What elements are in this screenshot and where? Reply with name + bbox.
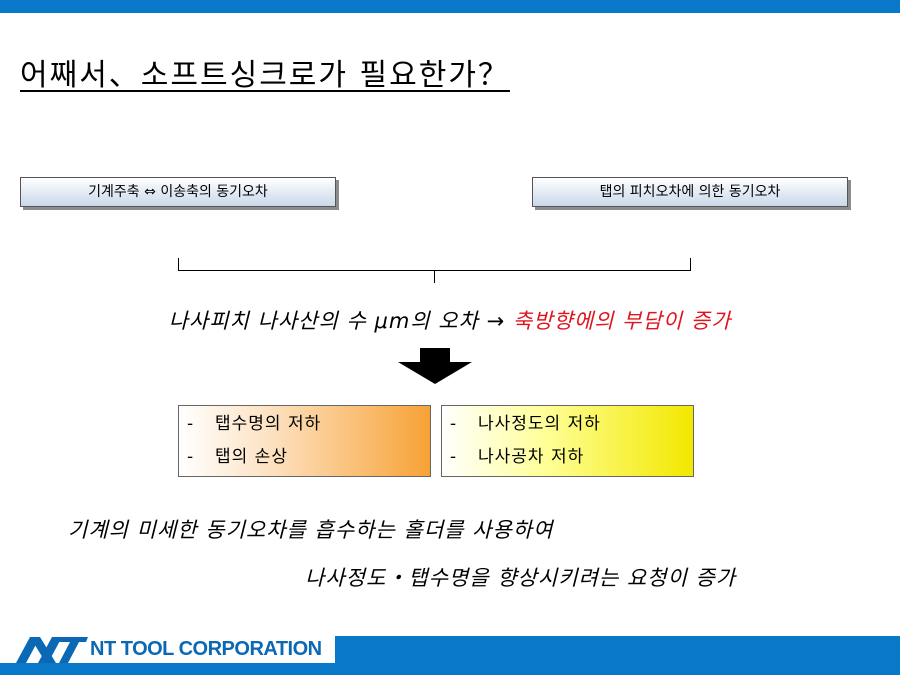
nt-logo-icon (16, 637, 88, 663)
company-name: NT TOOL CORPORATION (90, 638, 322, 660)
slide-title: 어째서、소프트싱크로가 필요한가？ (20, 58, 510, 93)
list-item: -탭의 손상 (187, 447, 288, 467)
down-arrow-icon (398, 348, 472, 384)
merge-bracket (178, 258, 691, 271)
list-item: -탭수명의 저하 (187, 414, 322, 434)
machine-sync-error-label: 기계주축 ⇔ 이송축의 동기오차 (20, 177, 336, 207)
tap-pitch-error-label: 탭의 피치오차에 의한 동기오차 (532, 177, 848, 207)
list-item: -나사공차 저하 (450, 447, 585, 467)
statement-effect: 축방향에의 부담이 증가 (512, 309, 732, 333)
error-statement: 나사피치 나사산의 수 μm의 오차 → 축방향에의 부담이 증가 (0, 305, 900, 335)
bracket-center-tick (434, 271, 435, 283)
conclusion-line-1: 기계의 미세한 동기오차를 흡수하는 홀더를 사용하여 (68, 518, 554, 542)
thread-effects-box: -나사정도의 저하 -나사공차 저하 (441, 405, 694, 477)
tap-effects-box: -탭수명의 저하 -탭의 손상 (178, 405, 431, 477)
statement-cause: 나사피치 나사산의 수 μm의 오차 → (168, 309, 513, 333)
list-item: -나사정도의 저하 (450, 414, 601, 434)
top-banner-bar (0, 0, 900, 13)
conclusion-line-2: 나사정도・탭수명을 향상시키려는 요청이 증가 (305, 566, 737, 590)
